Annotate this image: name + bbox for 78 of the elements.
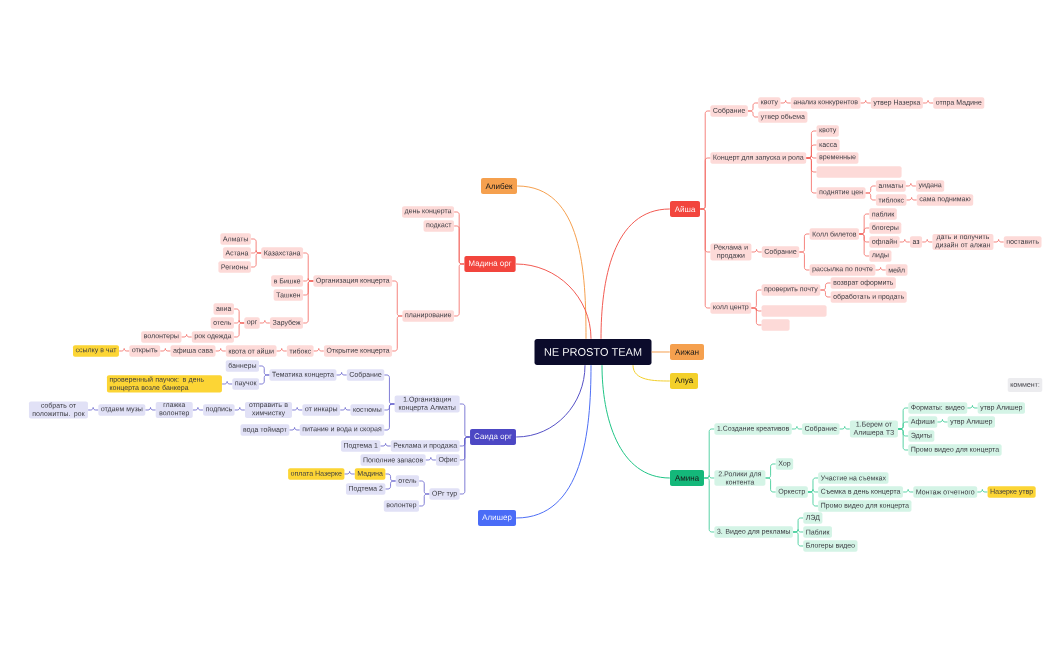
connector-line <box>418 493 430 507</box>
connector-line <box>865 192 877 201</box>
branch-box: Алуа <box>670 373 698 389</box>
connector-line <box>453 263 465 317</box>
connector-line <box>791 426 803 430</box>
connector-line <box>747 110 759 118</box>
connector-line <box>651 351 671 353</box>
connector-line <box>87 407 99 411</box>
connector-line <box>344 471 355 475</box>
connector-line <box>858 233 870 257</box>
connector-line <box>233 322 245 338</box>
connector-line <box>632 364 671 382</box>
connector-line <box>339 407 351 411</box>
connector-line <box>276 348 288 352</box>
connector-line <box>921 239 933 243</box>
connector-line <box>600 208 671 340</box>
connector-line <box>459 436 471 495</box>
branch-box: Айша <box>670 201 700 217</box>
connector-line <box>839 426 851 430</box>
connector-line <box>967 405 978 409</box>
connector-line <box>515 263 592 340</box>
connector-line <box>516 185 587 340</box>
connector-line <box>289 427 300 431</box>
connector-line <box>806 157 817 194</box>
connector-line <box>601 364 671 479</box>
connector-line <box>385 480 396 490</box>
connector-line <box>384 403 395 431</box>
connector-line <box>897 428 909 451</box>
connector-line <box>977 489 988 493</box>
topic-box <box>816 166 902 178</box>
branch-box: Саида орг <box>470 429 516 445</box>
connector-line <box>234 407 246 411</box>
connector-line <box>860 100 872 104</box>
connector-line <box>159 348 171 352</box>
connector-line <box>313 348 325 352</box>
central-topic-box: NE PROSTO TEAM <box>534 339 652 365</box>
connector-line <box>993 239 1004 243</box>
connector-line <box>145 407 156 411</box>
connector-line <box>221 381 233 385</box>
branch-box: Алибек <box>481 178 517 194</box>
connector-line <box>899 239 911 243</box>
connector-line <box>875 267 886 271</box>
branch-box: Аижан <box>670 344 704 360</box>
connector-line <box>250 252 262 268</box>
connector-line <box>799 251 810 271</box>
connector-line <box>118 348 130 352</box>
connector-line <box>751 249 762 253</box>
connector-line <box>906 197 917 201</box>
connector-line <box>820 289 831 298</box>
connector-line <box>302 280 314 324</box>
connector-line <box>215 348 227 352</box>
connector-line <box>937 419 948 423</box>
connector-line <box>905 183 917 187</box>
connector-line <box>922 100 934 104</box>
connector-line <box>751 307 762 326</box>
connector-line <box>391 315 403 352</box>
branch-box: Амина <box>670 470 704 486</box>
topic-box <box>761 319 790 331</box>
connector-line <box>336 372 347 376</box>
connector-line <box>792 531 804 547</box>
connector-line <box>380 443 391 447</box>
connector-line <box>765 477 776 493</box>
topic-box <box>761 305 827 317</box>
connector-line <box>902 489 914 493</box>
connector-line <box>807 491 819 507</box>
connector-line <box>258 374 270 385</box>
connector-line <box>515 364 586 438</box>
connector-line <box>515 364 592 519</box>
connector-line <box>425 457 437 461</box>
connector-line <box>780 100 791 104</box>
connector-line <box>703 477 715 533</box>
connector-line <box>699 208 711 309</box>
branch-box: Мадина орг <box>464 256 516 272</box>
connector-line <box>291 407 303 411</box>
connector-line <box>192 407 204 411</box>
connector-line <box>181 334 192 338</box>
connector-line <box>259 320 271 324</box>
branch-box: Алишер <box>478 510 516 526</box>
